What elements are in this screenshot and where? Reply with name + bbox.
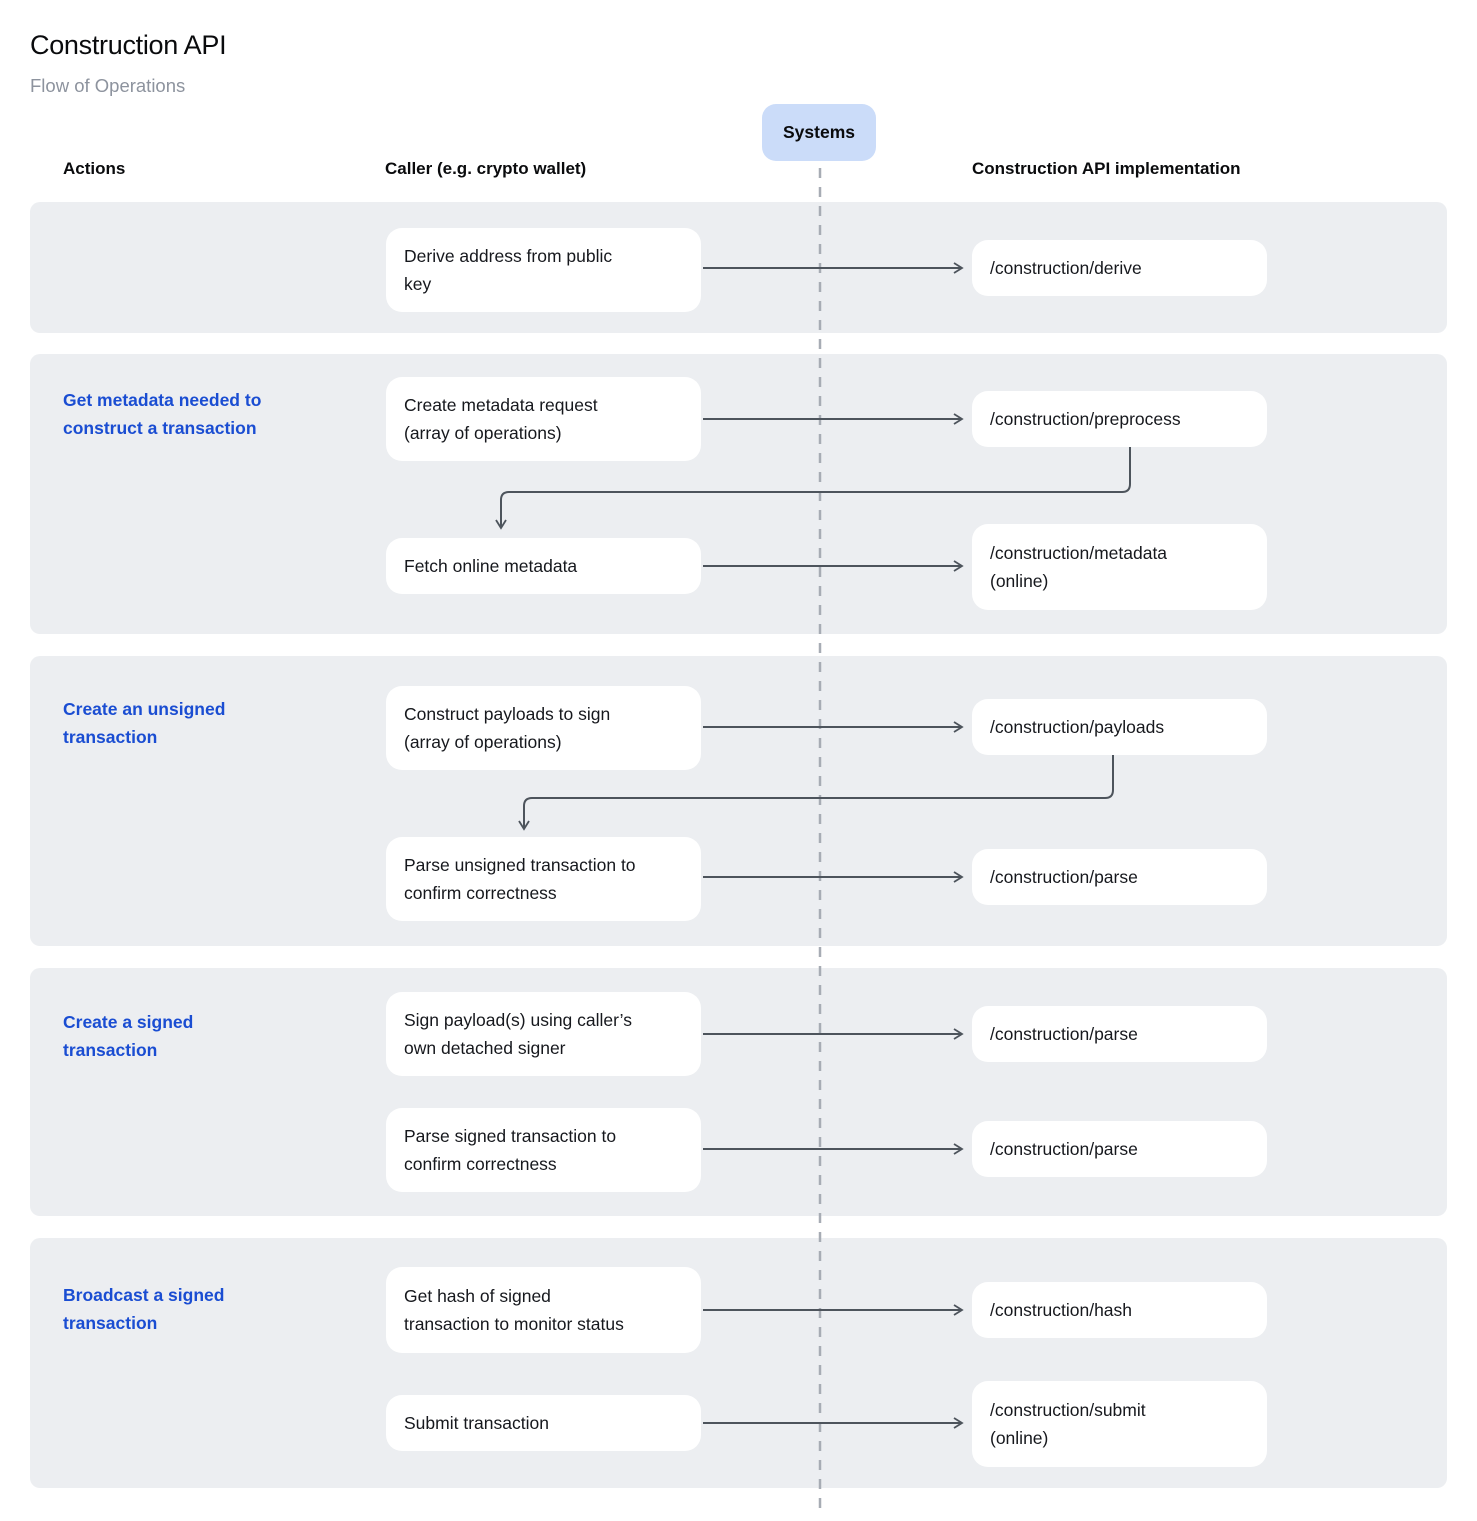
caller-card-derive: Derive address from public key [386, 228, 701, 312]
caller-card-submit-transaction: Submit transaction [386, 1395, 701, 1451]
action-label-signed: Create a signed transaction [63, 1012, 194, 1060]
endpoint-card-submit: /construction/submit (online) [972, 1381, 1267, 1467]
caller-card-create-metadata-request: Create metadata request (array of operat… [386, 377, 701, 461]
page-title: Construction API [30, 30, 227, 60]
caller-card-parse-signed: Parse signed transaction to confirm corr… [386, 1108, 701, 1192]
endpoint-card-parse-signed: /construction/parse [972, 1121, 1267, 1177]
caller-card-parse-unsigned: Parse unsigned transaction to confirm co… [386, 837, 701, 921]
systems-badge: Systems [762, 104, 876, 161]
action-label-get-metadata: Get metadata needed to construct a trans… [63, 390, 262, 438]
caller-card-fetch-online-metadata: Fetch online metadata [386, 538, 701, 594]
action-label-broadcast: Broadcast a signed transaction [63, 1285, 225, 1333]
caller-card-sign-payloads: Sign payload(s) using caller’s own detac… [386, 992, 701, 1076]
endpoint-card-parse-sign: /construction/parse [972, 1006, 1267, 1062]
endpoint-card-hash: /construction/hash [972, 1282, 1267, 1338]
endpoint-card-payloads: /construction/payloads [972, 699, 1267, 755]
action-label-unsigned: Create an unsigned transaction [63, 699, 226, 747]
caller-card-get-hash: Get hash of signed transaction to monito… [386, 1267, 701, 1353]
endpoint-card-derive: /construction/derive [972, 240, 1267, 296]
endpoint-card-parse-unsigned: /construction/parse [972, 849, 1267, 905]
endpoint-card-metadata: /construction/metadata (online) [972, 524, 1267, 610]
caller-card-construct-payloads: Construct payloads to sign (array of ope… [386, 686, 701, 770]
page-subtitle: Flow of Operations [30, 75, 186, 96]
column-header-implementation: Construction API implementation [972, 159, 1241, 178]
endpoint-card-preprocess: /construction/preprocess [972, 391, 1267, 447]
column-header-actions: Actions [63, 159, 126, 178]
column-header-caller: Caller (e.g. crypto wallet) [385, 159, 587, 178]
